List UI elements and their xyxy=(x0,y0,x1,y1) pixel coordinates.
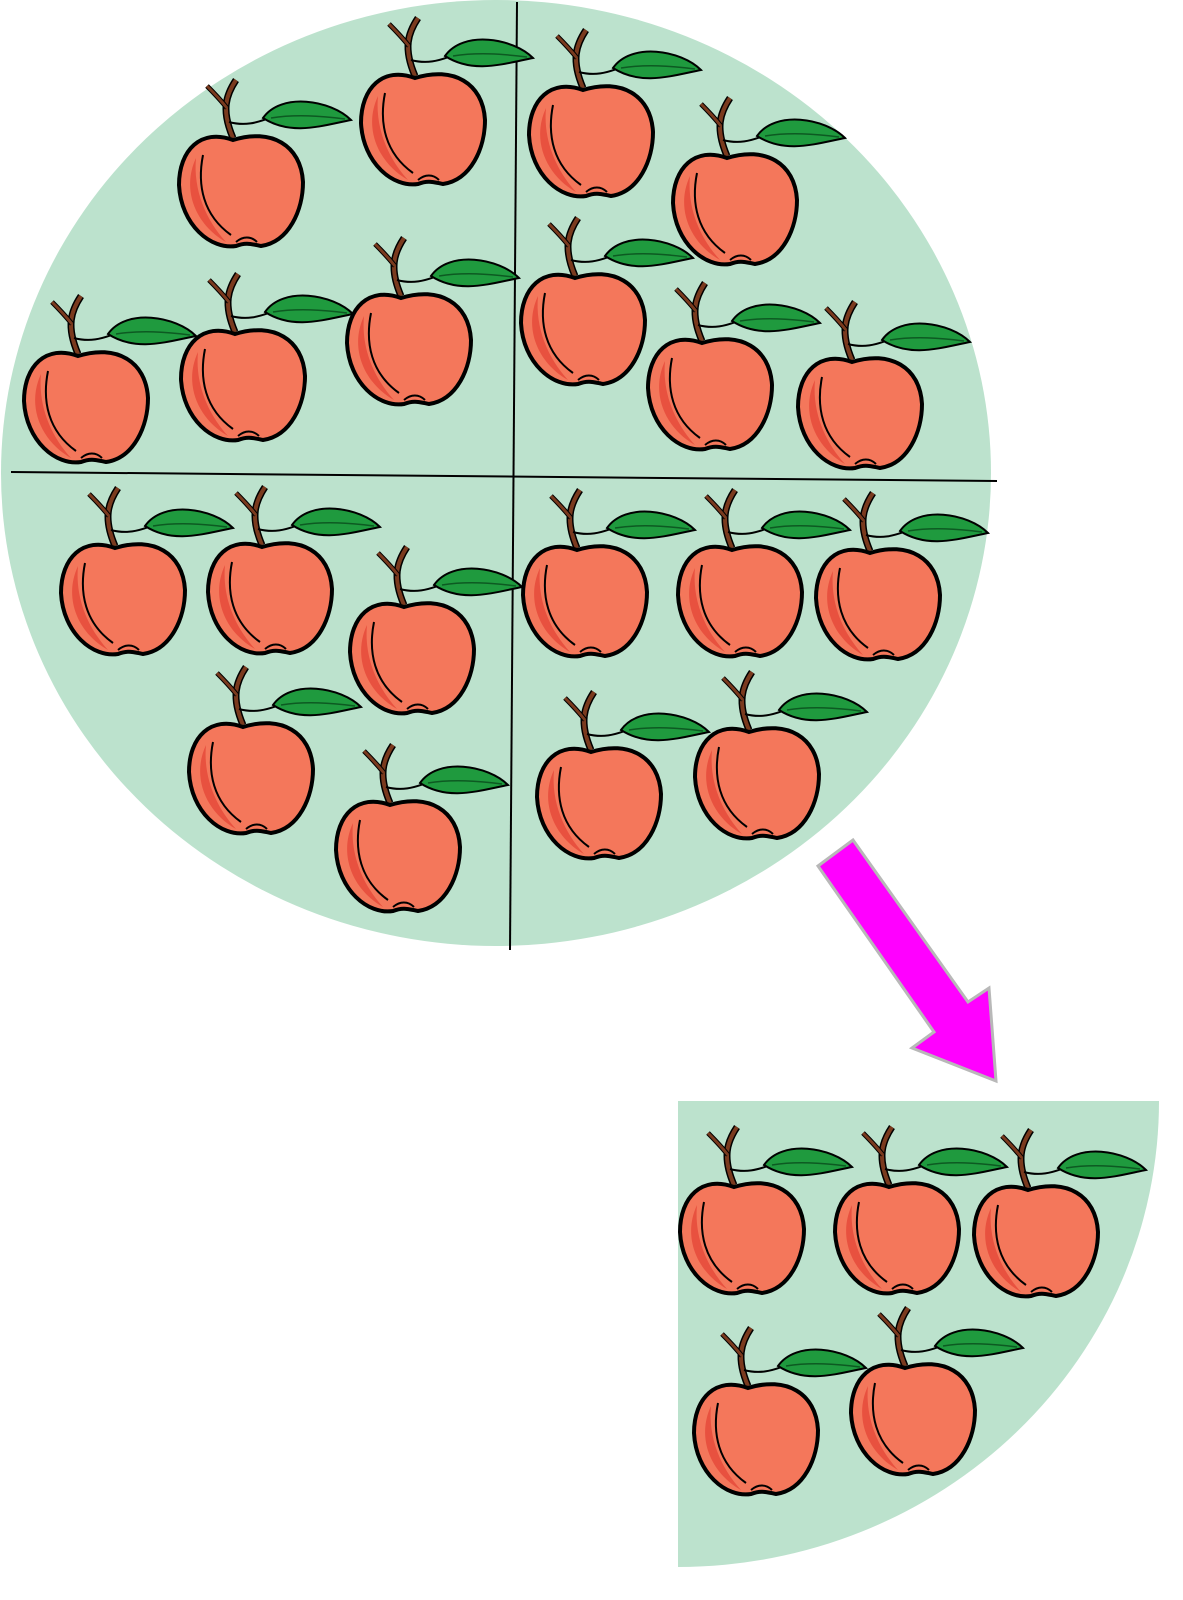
arrow-down-right-icon xyxy=(815,837,998,1084)
vertical-divider xyxy=(509,1,518,951)
horizontal-divider xyxy=(10,471,998,482)
